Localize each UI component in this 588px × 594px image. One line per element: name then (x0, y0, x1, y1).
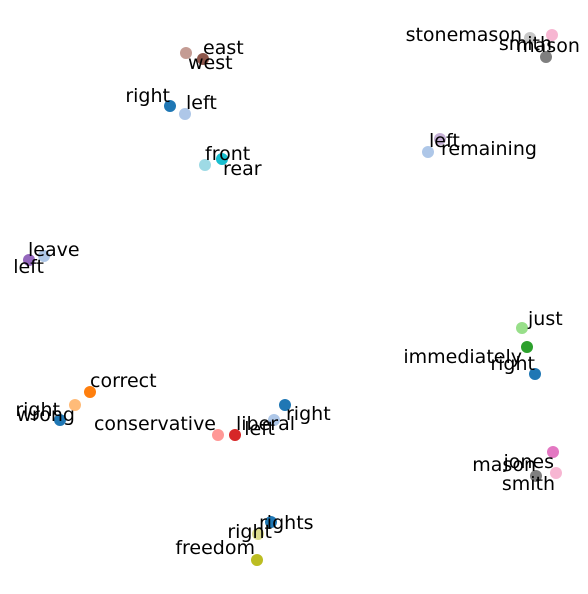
point-label: right (125, 85, 170, 107)
point-label: right (227, 521, 272, 543)
point-label: right (286, 403, 331, 425)
scatter-point (540, 51, 552, 63)
point-label: front (205, 143, 250, 165)
scatter-point (547, 446, 559, 458)
point-label: wrong (16, 404, 75, 426)
point-label: liberal (236, 413, 295, 435)
scatter-point (212, 429, 224, 441)
scatter-point (23, 254, 35, 266)
scatter-point (251, 554, 263, 566)
scatter-point (268, 414, 280, 426)
scatter-point (546, 29, 558, 41)
point-label: left (244, 418, 275, 440)
point-label: freedom (175, 537, 255, 559)
point-label: left (429, 130, 460, 152)
point-label: left (186, 92, 217, 114)
scatter-point (180, 47, 192, 59)
point-label: remaining (441, 138, 537, 160)
scatter-point (54, 414, 66, 426)
scatter-point (521, 341, 533, 353)
scatter-point (84, 386, 96, 398)
point-label: jones (502, 451, 554, 473)
scatter-point (199, 159, 211, 171)
scatter-point (229, 429, 241, 441)
scatter-point (164, 100, 176, 112)
point-label: east (203, 37, 244, 59)
scatter-point (179, 108, 191, 120)
scatter-point (38, 250, 50, 262)
point-label: rights (259, 512, 314, 534)
scatter-point (529, 368, 541, 380)
points-layer (23, 29, 562, 566)
scatter-point (265, 516, 277, 528)
point-label: conservative (94, 413, 216, 435)
scatter-point (252, 528, 264, 540)
scatter-point (550, 467, 562, 479)
scatter-point (197, 53, 209, 65)
scatter-point (279, 399, 291, 411)
point-label: right (490, 353, 535, 375)
point-label: mason (516, 35, 580, 57)
scatter-point (530, 470, 542, 482)
scatter-point (422, 146, 434, 158)
scatter-point (524, 32, 536, 44)
point-label: mason (472, 454, 536, 476)
point-label: leave (28, 239, 80, 261)
labels-layer: freedomrightsrightmasonsmithjonesconserv… (13, 24, 580, 559)
point-label: immediately (403, 346, 522, 368)
point-label: smith (499, 33, 552, 55)
point-label: correct (90, 370, 157, 392)
point-label: just (527, 308, 563, 330)
point-label: rear (223, 158, 262, 180)
scatter-point (516, 322, 528, 334)
point-label: smith (502, 473, 555, 495)
scatter-point (434, 133, 446, 145)
scatter-point (216, 153, 228, 165)
scatter-point (69, 399, 81, 411)
point-label: west (188, 52, 233, 74)
point-label: left (13, 256, 44, 278)
point-label: right (15, 399, 60, 421)
point-label: stonemason (406, 24, 522, 46)
